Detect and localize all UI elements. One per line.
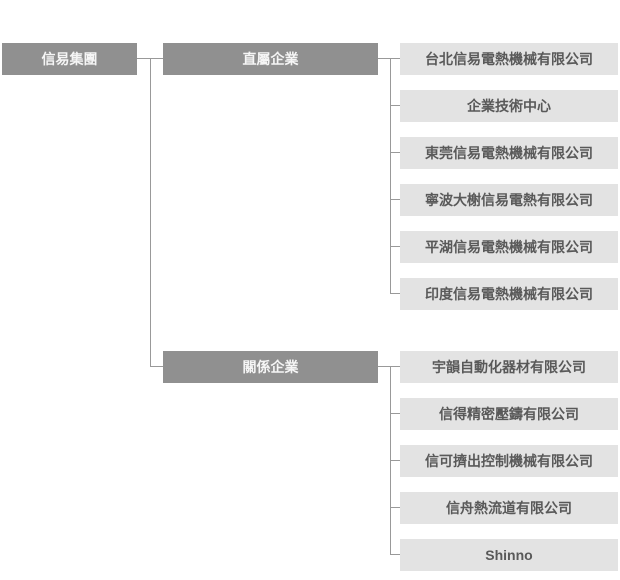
company-node: 信得精密壓鑄有限公司 <box>400 398 618 430</box>
company-node: 平湖信易電熱機械有限公司 <box>400 231 618 263</box>
connector-line <box>390 413 400 414</box>
company-node: 企業技術中心 <box>400 90 618 122</box>
group-header-direct-enterprises: 直屬企業 <box>163 43 378 75</box>
company-node: 寧波大榭信易電熱有限公司 <box>400 184 618 216</box>
company-node: 台北信易電熱機械有限公司 <box>400 43 618 75</box>
org-root-node: 信易集團 <box>2 43 137 75</box>
group-header-related-enterprises: 關係企業 <box>163 351 378 383</box>
connector-line <box>390 507 400 508</box>
company-node: 宇韻自動化器材有限公司 <box>400 351 618 383</box>
connector-line <box>378 366 390 367</box>
connector-line <box>390 293 400 294</box>
connector-line <box>390 58 400 59</box>
connector-line <box>390 554 400 555</box>
connector-line <box>390 246 400 247</box>
connector-line <box>150 366 163 367</box>
connector-line <box>390 460 400 461</box>
company-node: Shinno <box>400 539 618 571</box>
connector-line <box>390 152 400 153</box>
connector-line <box>378 58 390 59</box>
connector-line <box>390 366 400 367</box>
connector-line <box>150 58 151 367</box>
company-node: 信可擠出控制機械有限公司 <box>400 445 618 477</box>
connector-line <box>390 199 400 200</box>
company-node: 東莞信易電熱機械有限公司 <box>400 137 618 169</box>
company-node: 信舟熱流道有限公司 <box>400 492 618 524</box>
connector-line <box>390 58 391 294</box>
connector-line <box>390 105 400 106</box>
company-node: 印度信易電熱機械有限公司 <box>400 278 618 310</box>
